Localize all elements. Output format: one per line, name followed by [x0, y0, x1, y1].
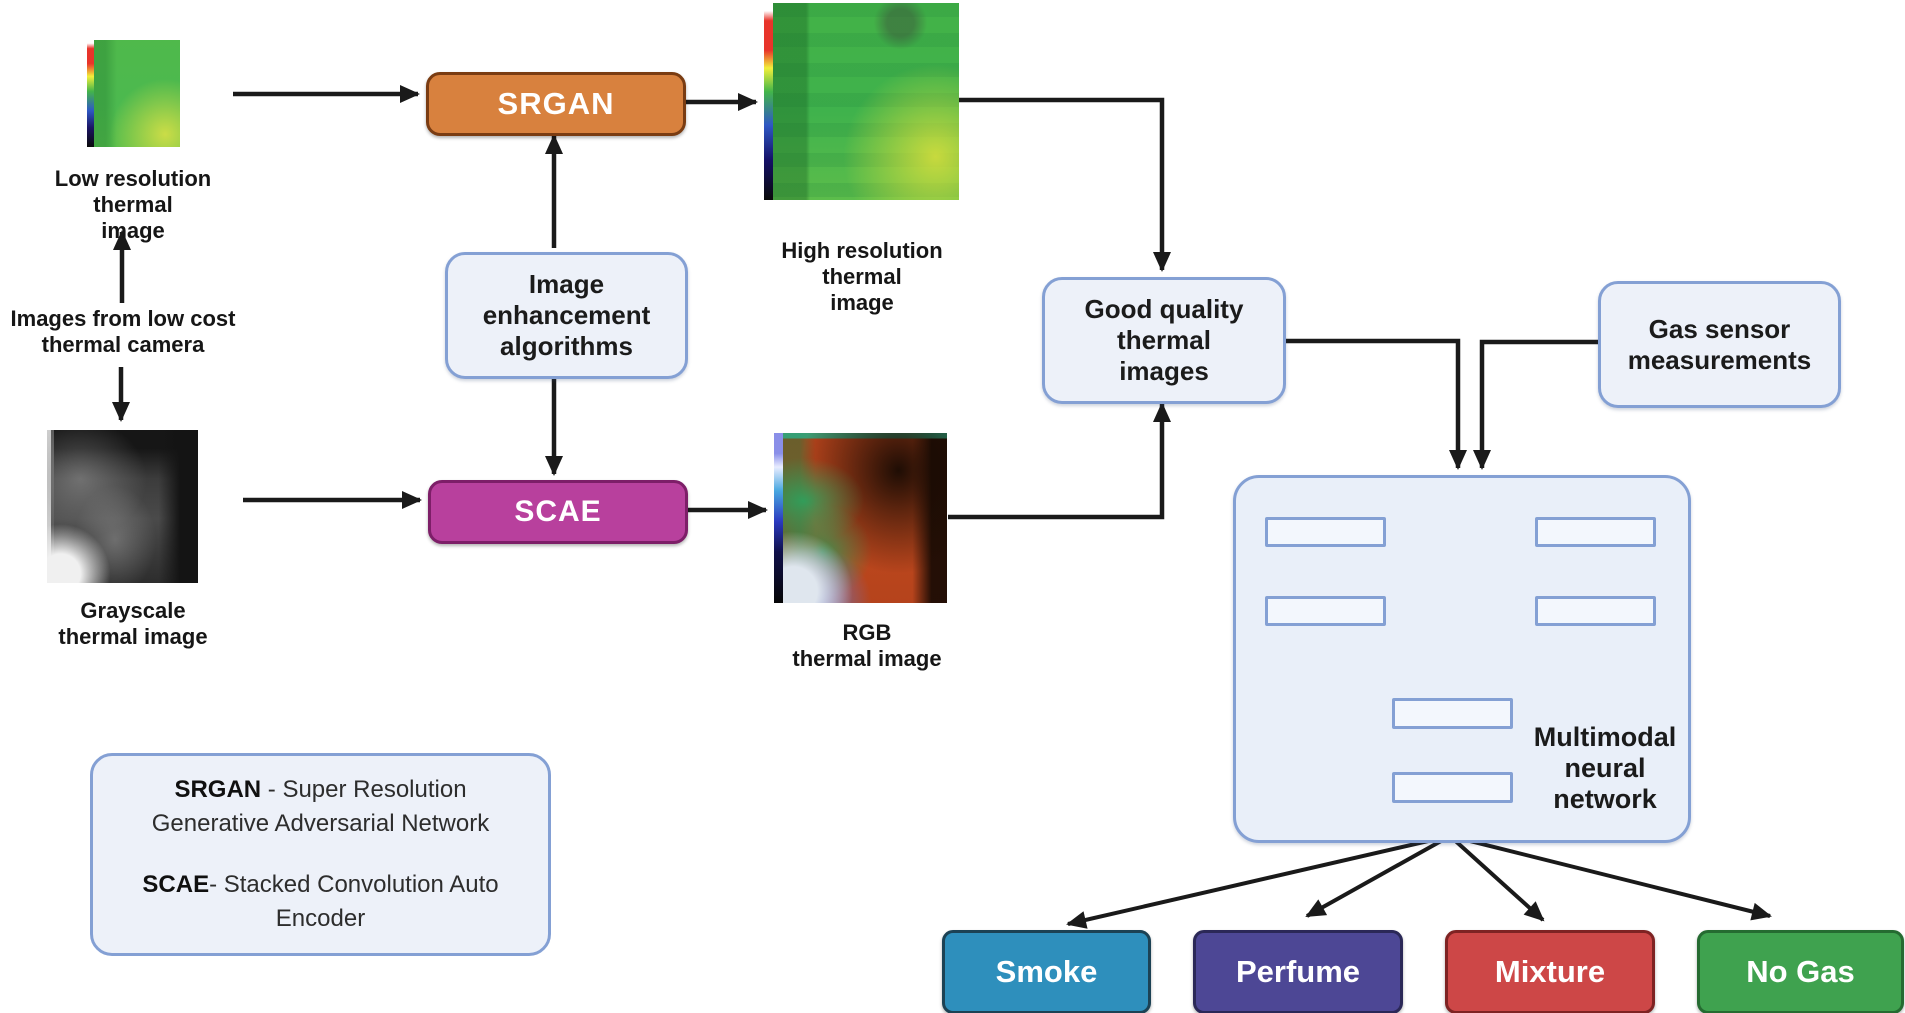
- arrow-gassensor-to-multimodal: [1473, 339, 1598, 470]
- nn-layer-mid-right: [1535, 596, 1656, 626]
- image-enhancement-node: Image enhancement algorithms: [445, 252, 688, 379]
- legend-scae-line1: SCAE- Stacked Convolution Auto: [142, 868, 498, 902]
- legend-srgan-term: SRGAN: [174, 776, 262, 804]
- legend-scae-def: - Stacked Convolution Auto: [209, 870, 499, 898]
- grayscale-thermal-image: [47, 430, 198, 583]
- arrow-highres-to-goodquality: [959, 97, 1171, 272]
- output-no-gas: No Gas: [1697, 930, 1904, 1013]
- scae-node: SCAE: [428, 480, 688, 544]
- low-resolution-thermal-image: [87, 40, 180, 147]
- caption-rgb: RGB thermal image: [792, 620, 942, 671]
- legend-srgan-def: - Super Resolution: [261, 776, 467, 804]
- output-smoke: Smoke: [942, 930, 1151, 1013]
- output-mixture-label: Mixture: [1494, 954, 1606, 989]
- nn-layer-top-left: [1265, 517, 1386, 547]
- arrow-goodquality-to-multimodal: [1280, 338, 1467, 470]
- arrow-rgb-to-goodquality: [948, 402, 1171, 520]
- output-perfume-label: Perfume: [1235, 954, 1361, 989]
- output-perfume: Perfume: [1193, 930, 1403, 1013]
- output-mixture: Mixture: [1445, 930, 1655, 1013]
- abbreviation-legend: SRGAN - Super Resolution Generative Adve…: [90, 753, 551, 956]
- nn-layer-mid-left: [1265, 596, 1386, 626]
- nn-layer-top-right: [1535, 517, 1656, 547]
- output-no-gas-label: No Gas: [1746, 954, 1855, 989]
- output-smoke-label: Smoke: [995, 954, 1098, 989]
- arrow-multimodal-to-mixture: [1448, 834, 1545, 922]
- gas-sensor-node: Gas sensor measurements: [1598, 281, 1841, 408]
- arrow-multimodal-to-perfume: [1305, 834, 1451, 918]
- rgb-thermal-image: [774, 433, 947, 603]
- good-quality-images-node: Good quality thermal images: [1042, 277, 1286, 404]
- nn-layer-fusion: [1392, 698, 1513, 729]
- srgan-node: SRGAN: [426, 72, 686, 136]
- arrow-multimodal-to-nogas: [1449, 834, 1772, 921]
- arrow-multimodal-to-smoke: [1066, 834, 1451, 929]
- legend-scae-line2: Encoder: [275, 904, 366, 932]
- caption-high-resolution: High resolution thermal image: [781, 238, 943, 315]
- legend-srgan-line2: Generative Adversarial Network: [151, 810, 490, 838]
- caption-grayscale: Grayscale thermal image: [58, 598, 208, 649]
- legend-srgan-line1: SRGAN - Super Resolution: [174, 773, 466, 807]
- multimodal-network-label: Multimodal neural network: [1533, 722, 1677, 815]
- legend-scae-term: SCAE: [142, 870, 210, 898]
- nn-layer-output: [1392, 772, 1513, 803]
- caption-camera-source: Images from low cost thermal camera: [10, 306, 236, 357]
- caption-low-resolution: Low resolution thermal image: [54, 166, 212, 243]
- high-resolution-thermal-image: [764, 3, 959, 200]
